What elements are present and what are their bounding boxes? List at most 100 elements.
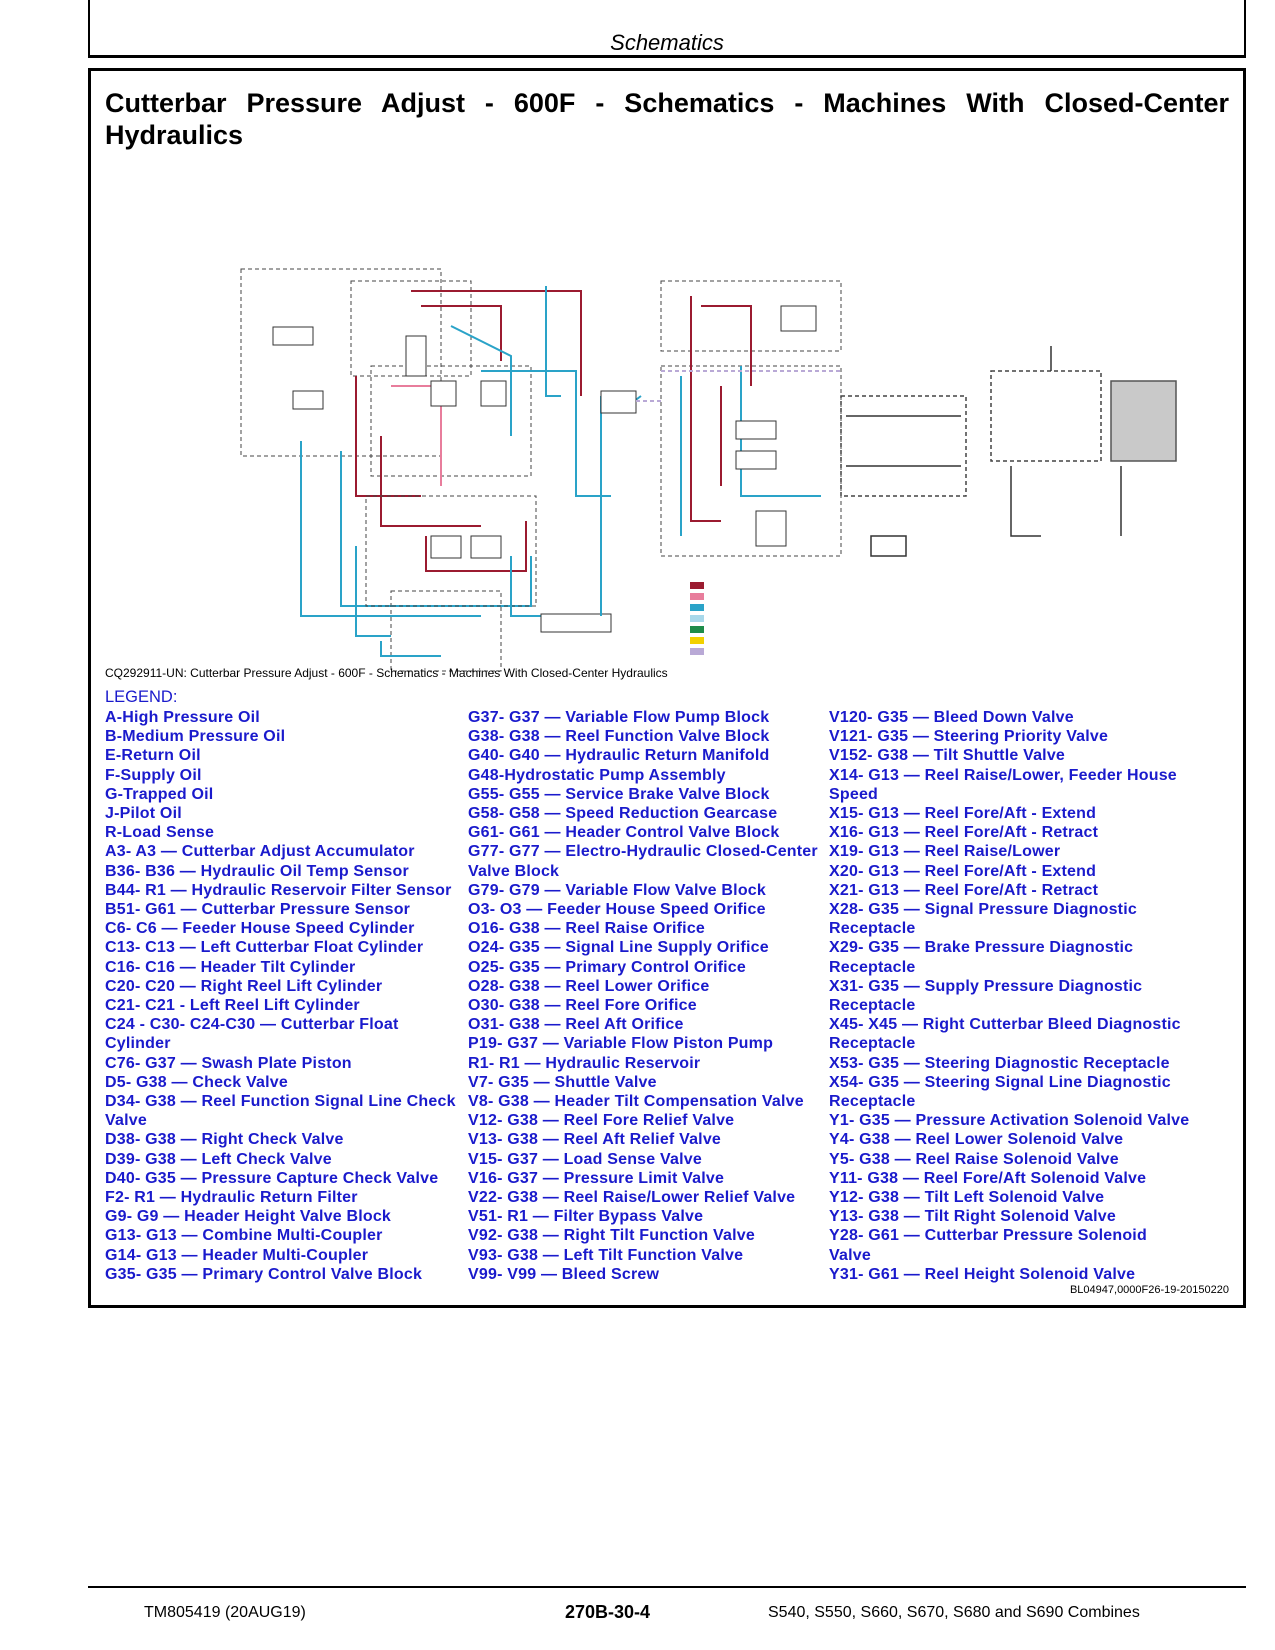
legend-item: Receptacle <box>829 920 916 938</box>
legend-item: G55- G55 — Service Brake Valve Block <box>468 785 770 803</box>
legend-item: Y11- G38 — Reel Fore/Aft Solenoid Valve <box>829 1169 1147 1187</box>
legend-item: V7- G35 — Shuttle Valve <box>468 1073 657 1091</box>
legend-item: V99- V99 — Bleed Screw <box>468 1265 660 1283</box>
legend-item: Valve <box>105 1112 147 1130</box>
legend-item: Receptacle <box>829 1093 916 1111</box>
legend-item: G48-Hydrostatic Pump Assembly <box>468 766 726 784</box>
legend-item: G9- G9 — Header Height Valve Block <box>105 1208 392 1226</box>
legend-item: V51- R1 — Filter Bypass Valve <box>468 1208 704 1226</box>
legend-item: O28- G38 — Reel Lower Orifice <box>468 977 710 995</box>
legend-item: B51- G61 — Cutterbar Pressure Sensor <box>105 901 411 919</box>
legend-item: Y4- G38 — Reel Lower Solenoid Valve <box>829 1131 1124 1149</box>
legend-item: V12- G38 — Reel Fore Relief Valve <box>468 1112 735 1130</box>
section-label: Schematics <box>610 30 724 55</box>
legend-item: Speed <box>829 785 879 803</box>
figure-caption: CQ292911-UN: Cutterbar Pressure Adjust -… <box>105 666 668 680</box>
legend-item: F-Supply Oil <box>105 766 202 784</box>
legend-item: X45- X45 — Right Cutterbar Bleed Diagnos… <box>829 1016 1181 1034</box>
legend-item: D5- G38 — Check Valve <box>105 1073 288 1091</box>
legend-item: R1- R1 — Hydraulic Reservoir <box>468 1054 701 1072</box>
legend-item: B44- R1 — Hydraulic Reservoir Filter Sen… <box>105 881 452 899</box>
center-connector <box>600 390 661 616</box>
legend-item: Valve Block <box>468 862 560 880</box>
legend-item: Valve <box>829 1246 871 1264</box>
legend-item: V121- G35 — Steering Priority Valve <box>829 728 1109 746</box>
legend-item: G37- G37 — Variable Flow Pump Block <box>468 709 770 726</box>
legend-item: X54- G35 — Steering Signal Line Diagnost… <box>829 1073 1171 1091</box>
legend-item: O3- O3 — Feeder House Speed Orifice <box>468 901 766 919</box>
legend-item: X21- G13 — Reel Fore/Aft - Retract <box>829 881 1099 899</box>
legend-item: V13- G38 — Reel Aft Relief Valve <box>468 1131 722 1149</box>
page-title-continued: Hydraulics <box>105 120 244 150</box>
legend-item: X53- G35 — Steering Diagnostic Receptacl… <box>829 1054 1170 1072</box>
hydraulic-schematic <box>240 268 1177 672</box>
legend-item: O30- G38 — Reel Fore Orifice <box>468 997 697 1015</box>
legend-item: V93- G38 — Left Tilt Function Valve <box>468 1246 744 1264</box>
legend-item: V8- G38 — Header Tilt Compensation Valve <box>468 1093 804 1111</box>
document-id: BL04947,0000F26-19-20150220 <box>1069 1284 1229 1296</box>
legend-item: X31- G35 — Supply Pressure Diagnostic <box>829 977 1143 995</box>
legend-item: B36- B36 — Hydraulic Oil Temp Sensor <box>105 862 409 880</box>
legend-item: G38- G38 — Reel Function Valve Block <box>468 728 770 746</box>
legend-item: Y12- G38 — Tilt Left Solenoid Valve <box>829 1189 1105 1207</box>
footer-rule <box>88 1586 1246 1588</box>
legend-item: A-High Pressure Oil <box>105 709 260 726</box>
legend-item: J-Pilot Oil <box>105 805 182 823</box>
legend-item: V120- G35 — Bleed Down Valve <box>829 709 1074 726</box>
legend-item: R-Load Sense <box>105 824 215 842</box>
legend-item: G13- G13 — Combine Multi-Coupler <box>105 1227 383 1245</box>
legend-item: Receptacle <box>829 997 916 1015</box>
content-card: Cutterbar Pressure Adjust - 600F - Schem… <box>88 68 1246 1308</box>
legend-item: C24 - C30- C24-C30 — Cutterbar Float <box>105 1016 399 1034</box>
legend-item: X19- G13 — Reel Raise/Lower <box>829 843 1061 861</box>
page-title: Cutterbar Pressure Adjust - 600F - Schem… <box>105 88 1229 118</box>
legend-item: C6- C6 — Feeder House Speed Cylinder <box>105 920 415 938</box>
page-header: Schematics <box>88 0 1246 58</box>
legend-item: O31- G38 — Reel Aft Orifice <box>468 1016 684 1034</box>
legend-item: V152- G38 — Tilt Shuttle Valve <box>829 747 1066 765</box>
legend-item: X14- G13 — Reel Raise/Lower, Feeder Hous… <box>829 766 1177 784</box>
legend-item: G40- G40 — Hydraulic Return Manifold <box>468 747 770 765</box>
lower-left-circuit <box>355 495 612 672</box>
legend-item: Y13- G38 — Tilt Right Solenoid Valve <box>829 1208 1116 1226</box>
legend-item: X20- G13 — Reel Fore/Aft - Extend <box>829 862 1097 880</box>
legend-item: O24- G35 — Signal Line Supply Orifice <box>468 939 769 957</box>
legend-item: G61- G61 — Header Control Valve Block <box>468 824 780 842</box>
legend-item: X28- G35 — Signal Pressure Diagnostic <box>829 901 1137 919</box>
legend-item: C13- C13 — Left Cutterbar Float Cylinder <box>105 939 424 957</box>
legend-item: Cylinder <box>105 1035 171 1053</box>
legend-item: D34- G38 — Reel Function Signal Line Che… <box>105 1093 456 1111</box>
legend-item: V22- G38 — Reel Raise/Lower Relief Valve <box>468 1189 796 1207</box>
color-key <box>690 582 704 655</box>
legend-item: O16- G38 — Reel Raise Orifice <box>468 920 706 938</box>
legend-item: G58- G58 — Speed Reduction Gearcase <box>468 805 778 823</box>
legend-item: E-Return Oil <box>105 747 201 765</box>
footer-page-number: 270B-30-4 <box>565 1602 651 1622</box>
center-valve-block <box>660 280 842 557</box>
legend-item: C16- C16 — Header Tilt Cylinder <box>105 958 356 976</box>
legend-item: C76- G37 — Swash Plate Piston <box>105 1054 352 1072</box>
legend-item: V15- G37 — Load Sense Valve <box>468 1150 702 1168</box>
legend-item: X29- G35 — Brake Pressure Diagnostic <box>829 939 1134 957</box>
far-right-circuit <box>990 346 1177 537</box>
legend-item: X15- G13 — Reel Fore/Aft - Extend <box>829 805 1097 823</box>
legend-item: D38- G38 — Right Check Valve <box>105 1131 344 1149</box>
legend-item: X16- G13 — Reel Fore/Aft - Retract <box>829 824 1099 842</box>
legend-item: V16- G37 — Pressure Limit Valve <box>468 1169 725 1187</box>
legend-item: Y1- G35 — Pressure Activation Solenoid V… <box>829 1112 1190 1130</box>
legend-item: G14- G13 — Header Multi-Coupler <box>105 1246 369 1264</box>
legend-item: G-Trapped Oil <box>105 785 214 803</box>
footer-manual: TM805419 (20AUG19) <box>144 1604 306 1621</box>
legend-item: D40- G35 — Pressure Capture Check Valve <box>105 1169 439 1187</box>
left-circuit <box>240 268 611 617</box>
legend-item: Receptacle <box>829 1035 916 1053</box>
legend-item: G79- G79 — Variable Flow Valve Block <box>468 881 766 899</box>
legend-item: D39- G38 — Left Check Valve <box>105 1150 332 1168</box>
legend-item: O25- G35 — Primary Control Orifice <box>468 958 746 976</box>
legend-item: G35- G35 — Primary Control Valve Block <box>105 1265 423 1283</box>
legend-title: LEGEND: <box>105 688 178 706</box>
legend-item: C21- C21 - Left Reel Lift Cylinder <box>105 997 360 1015</box>
